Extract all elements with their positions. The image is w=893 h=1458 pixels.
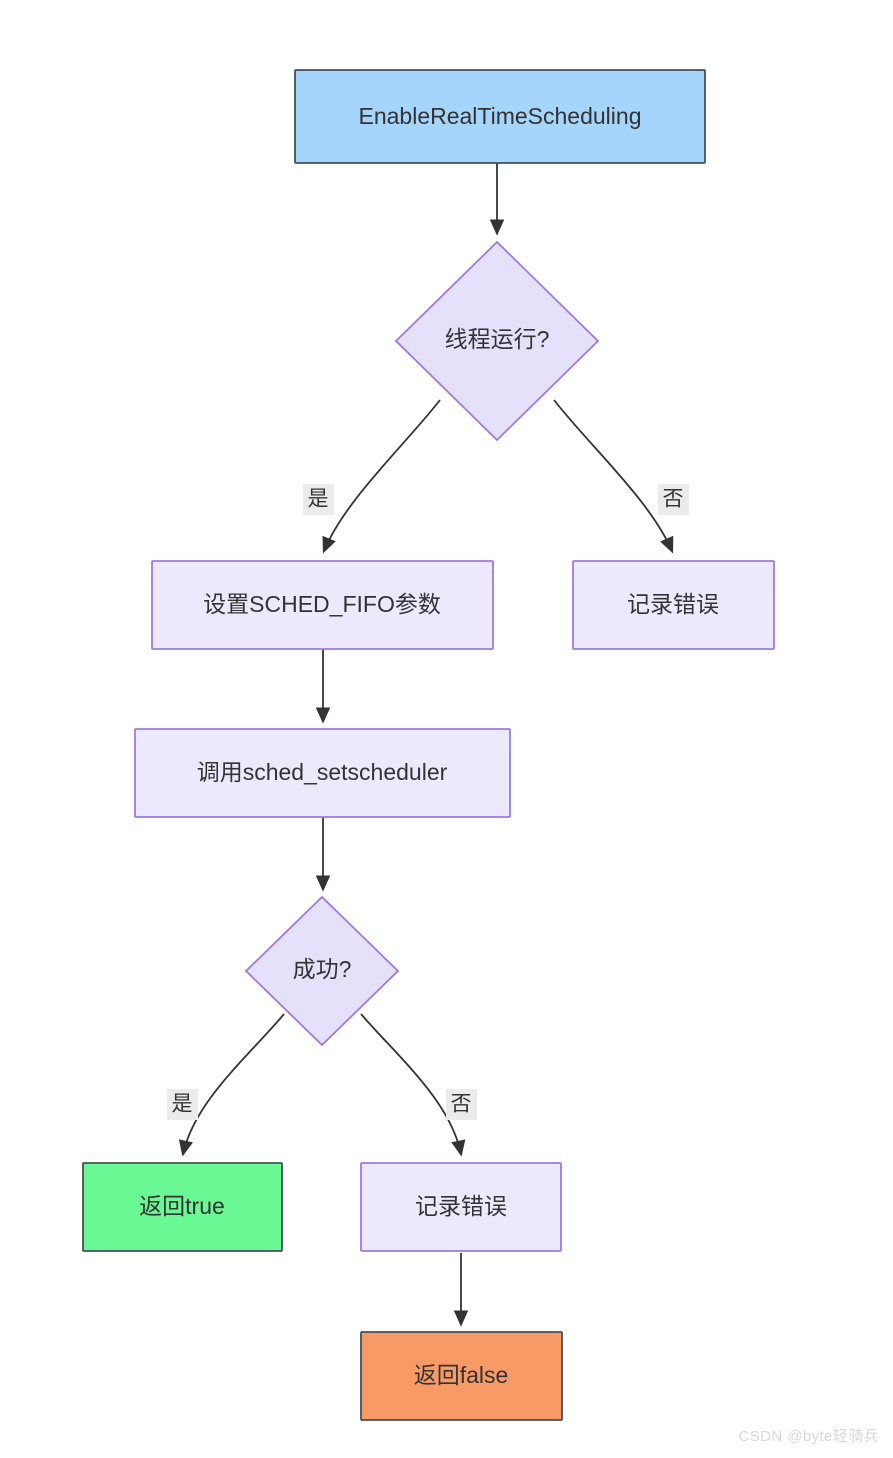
node-logerr2[interactable]: 记录错误: [360, 1162, 562, 1252]
edge-label-success-no: 否: [446, 1089, 477, 1120]
node-setfifo-shape[interactable]: [151, 560, 494, 650]
node-return-false-label: 返回false: [414, 1362, 509, 1388]
node-return-true-shape[interactable]: [82, 1162, 283, 1252]
edge-label-success-yes: 是: [167, 1089, 198, 1120]
edge-label-running-no-bg: [658, 484, 689, 515]
csdn-watermark: CSDN @byte轻骑兵: [738, 1428, 879, 1445]
edge-running-to-logerr1: [553, 399, 674, 554]
edge-running-to-setfifo: [322, 399, 441, 554]
node-running-shape[interactable]: [394, 240, 600, 442]
edge-label-running-no-text: 否: [663, 488, 684, 511]
edge-label-running-no: 否: [658, 484, 689, 515]
edge-label-success-yes-bg: [167, 1089, 198, 1120]
node-return-true-label: 返回true: [139, 1193, 225, 1219]
node-success-decision-label: 成功?: [293, 956, 352, 982]
edge-success-to-logerr2: [360, 1013, 466, 1157]
node-setfifo-label: 设置SCHED_FIFO参数: [203, 591, 441, 617]
edge-label-success-yes-text: 是: [172, 1093, 193, 1116]
edge-success-to-rettrue: [178, 1013, 285, 1157]
edge-label-running-yes-bg: [303, 484, 334, 515]
node-return-false-shape[interactable]: [360, 1331, 563, 1421]
node-start[interactable]: EnableRealTimeScheduling: [294, 69, 706, 164]
node-logerr1-label: 记录错误: [627, 591, 719, 617]
edge-label-success-no-bg: [446, 1089, 477, 1120]
edge-group: [178, 163, 674, 1327]
node-return-true[interactable]: 返回true: [82, 1162, 283, 1252]
node-logerr2-label: 记录错误: [415, 1193, 507, 1219]
node-callsched-label: 调用sched_setscheduler: [197, 759, 448, 785]
node-logerr2-shape[interactable]: [360, 1162, 562, 1252]
edge-label-running-yes: 是: [303, 484, 334, 515]
node-callsched-shape[interactable]: [134, 728, 511, 818]
node-callsched[interactable]: 调用sched_setscheduler: [134, 728, 511, 818]
node-logerr1-shape[interactable]: [572, 560, 775, 650]
node-success-decision[interactable]: 成功?: [244, 895, 400, 1047]
node-running[interactable]: 线程运行?: [394, 240, 600, 442]
node-logerr1[interactable]: 记录错误: [572, 560, 775, 650]
node-return-false[interactable]: 返回false: [360, 1331, 563, 1421]
node-running-label: 线程运行?: [445, 326, 550, 352]
edge-label-success-no-text: 否: [451, 1093, 472, 1116]
node-start-shape[interactable]: [294, 69, 706, 164]
edge-label-running-yes-text: 是: [308, 488, 329, 511]
node-setfifo[interactable]: 设置SCHED_FIFO参数: [151, 560, 494, 650]
node-start-label: EnableRealTimeScheduling: [359, 103, 642, 129]
node-success-decision-shape[interactable]: [244, 895, 400, 1047]
